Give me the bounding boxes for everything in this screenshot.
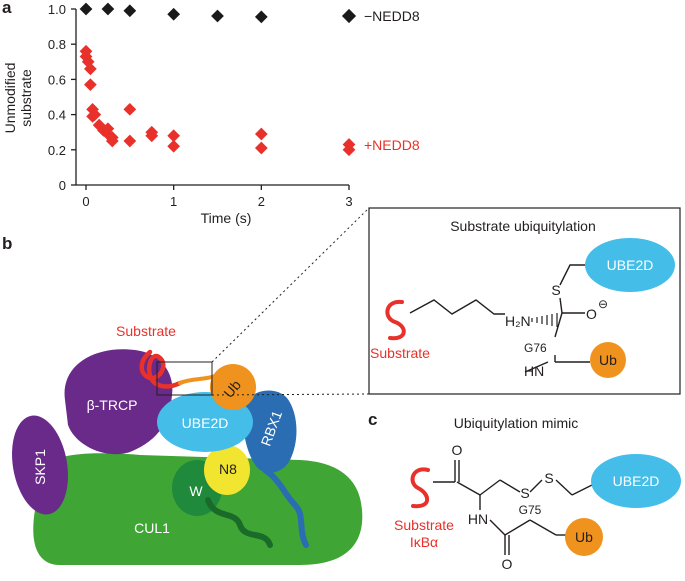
data-point xyxy=(254,141,268,155)
legend-plus-nedd8: +NEDD8 xyxy=(364,137,420,153)
inset-title: Substrate ubiquitylation xyxy=(450,218,596,234)
rbx1-subunit: RBX1 xyxy=(243,390,297,473)
y-tick-label: 0.4 xyxy=(48,108,66,123)
data-point xyxy=(167,139,181,153)
n8-nedd8: N8 xyxy=(204,445,250,495)
chart-series xyxy=(79,2,356,157)
chart-axes xyxy=(75,9,349,186)
inset-ube2d-blob xyxy=(585,238,675,292)
w-label: W xyxy=(189,483,203,499)
inset-substrate-label: Substrate xyxy=(370,345,430,361)
x-tick-label: 1 xyxy=(170,194,177,209)
inset-substrate-ubiquitylation: Substrate ubiquitylation UBE2D Substrate… xyxy=(368,207,681,395)
x-axis-ticks: 0 1 2 3 xyxy=(82,185,353,209)
inset-ub-ball xyxy=(590,342,626,378)
data-point xyxy=(79,2,93,16)
data-point xyxy=(211,9,224,23)
inset-sulfur: S xyxy=(551,282,560,298)
panel-label-b: b xyxy=(2,234,12,253)
zoom-box xyxy=(156,361,213,396)
y-axis-ticks: 0 0.2 0.4 0.6 0.8 1.0 xyxy=(48,2,76,193)
cul1-label: CUL1 xyxy=(134,520,170,536)
mimic-substrate-label-line2: IκBα xyxy=(410,534,438,550)
x-tick-label: 0 xyxy=(82,194,89,209)
substrate-label: Substrate xyxy=(116,323,176,339)
y-tick-label: 1.0 xyxy=(48,2,66,17)
ub-ubiquitin: Ub xyxy=(210,364,256,410)
data-point xyxy=(145,129,159,143)
data-point xyxy=(105,134,119,148)
n8-label: N8 xyxy=(219,461,237,477)
inset-g76: G76 xyxy=(524,341,547,355)
mimic-title: Ubiquitylation mimic xyxy=(454,415,578,431)
panel-label-a: a xyxy=(2,0,12,17)
y-axis-label-line1: Unmodified xyxy=(2,63,18,134)
data-point xyxy=(123,102,137,116)
inset-hashed-bond xyxy=(531,313,558,327)
mimic-ub-label: Ub xyxy=(575,529,593,545)
mimic-substrate-label-line1: Substrate xyxy=(394,517,454,533)
ube2d-label: UBE2D xyxy=(182,415,229,431)
btrcp-label: β-TRCP xyxy=(87,397,138,413)
skp1-label: SKP1 xyxy=(32,449,48,485)
cul1-tail-squiggle xyxy=(205,497,273,548)
mimic-bonds xyxy=(433,460,593,555)
legend-label-plus-nedd8: +NEDD8 xyxy=(364,137,420,153)
inset-minus-charge: ⊖ xyxy=(598,297,608,311)
y-axis-label-line2: substrate xyxy=(18,69,34,127)
data-point xyxy=(167,7,181,21)
mimic-ube2d-label: UBE2D xyxy=(613,473,660,489)
inset-ub-label: Ub xyxy=(599,352,617,368)
mimic-sulfur-2: S xyxy=(544,470,553,486)
mimic-oxygen-top: O xyxy=(452,442,463,458)
legend-minus-nedd8: −NEDD8 xyxy=(341,8,420,24)
inset-ube2d-label: UBE2D xyxy=(607,257,654,273)
mimic-ub-ball xyxy=(565,518,603,556)
mimic-ube2d-blob xyxy=(591,454,681,508)
inset-hn: HN xyxy=(524,363,544,379)
mimic-oxygen-bottom: O xyxy=(502,556,513,572)
data-point xyxy=(167,129,181,143)
inset-oxygen: O xyxy=(586,306,597,322)
data-point xyxy=(123,134,137,148)
mimic-sulfur-1: S xyxy=(520,485,529,501)
mimic-hn: HN xyxy=(468,511,488,527)
y-tick-label: 0 xyxy=(59,178,66,193)
legend-label-minus-nedd8: −NEDD8 xyxy=(364,8,420,24)
data-point xyxy=(84,78,97,92)
mimic-g75: G75 xyxy=(519,503,542,517)
panel-label-c: c xyxy=(368,410,377,429)
data-point xyxy=(254,127,268,141)
series-plus-nedd8 xyxy=(79,44,356,157)
data-point xyxy=(342,143,356,157)
data-point xyxy=(101,2,115,16)
y-tick-label: 0.6 xyxy=(48,72,66,87)
mimic-substrate-s-glyph xyxy=(410,467,430,509)
mimic-structure: Substrate IκBα O S S HN G75 O UBE2D Ub xyxy=(394,442,681,572)
legend-marker-minus-nedd8 xyxy=(341,8,357,24)
data-point xyxy=(254,10,268,24)
zoom-line-top xyxy=(211,207,370,363)
zoom-line-bottom xyxy=(211,393,370,396)
y-tick-label: 0.2 xyxy=(48,143,66,158)
inset-h2n: H₂N xyxy=(505,313,531,329)
btrcp-subunit: β-TRCP xyxy=(64,349,173,455)
y-tick-label: 0.8 xyxy=(48,37,66,52)
x-tick-label: 2 xyxy=(258,194,265,209)
series-minus-nedd8 xyxy=(79,2,268,24)
skp1-subunit: SKP1 xyxy=(12,415,68,515)
rbx1-tail-squiggle xyxy=(262,467,309,548)
x-tick-label: 3 xyxy=(345,194,352,209)
x-axis-label: Time (s) xyxy=(201,210,252,226)
inset-bonds xyxy=(409,264,590,373)
data-point xyxy=(123,4,137,18)
inset-substrate-s-glyph xyxy=(385,299,406,341)
